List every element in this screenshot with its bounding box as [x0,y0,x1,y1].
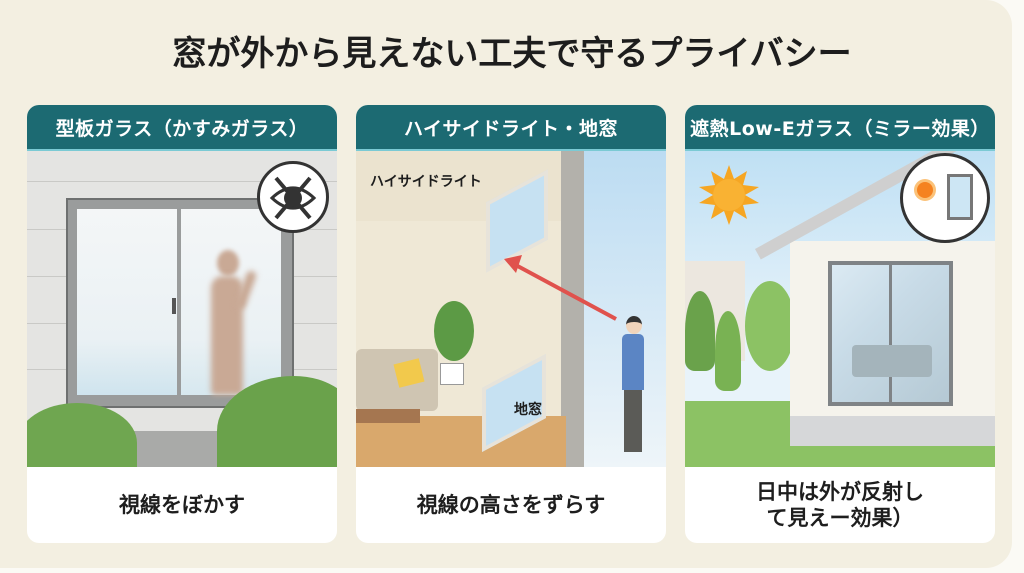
scene-low-e-glass [685,151,995,467]
sightline-arrow-icon [504,255,617,321]
caption-line-1: 日中は外が反射し [756,479,924,504]
scene-patterned-glass [27,151,337,467]
sun-icon [699,165,759,225]
card-caption: 視線の高さをずらす [416,492,606,517]
person-looking-up [618,316,648,456]
sun-window-badge-icon [900,153,990,243]
card-caption: 視線をぼかす [119,492,245,517]
card-high-side-light: ハイサイドライト・地窓 ハイサイドライト 地窓 [356,105,666,543]
bush-left [27,403,137,467]
card-header: 型板ガラス（かすみガラス） [27,105,337,151]
low-e-window [828,261,953,406]
eye-slash-icon [257,161,329,233]
blurred-person-silhouette [203,250,258,395]
label-high-side-light: ハイサイドライト [370,174,482,190]
sliding-window [66,198,294,408]
caption-line-2: て見えー効果） [766,506,914,530]
page-title: 窓が外から見えない工夫で守るプライバシー [172,34,852,74]
card-header: ハイサイドライト・地窓 [356,105,666,151]
label-floor-window: 地窓 [514,402,542,418]
card-caption: 日中は外が反射し て見えー効果） [685,467,995,543]
potted-plant [428,301,478,385]
card-low-e-glass: 遮熱Low-Eガラス（ミラー効果） 日中は外 [685,105,995,543]
card-patterned-glass: 型板ガラス（かすみガラス） [27,105,337,543]
scene-high-side-light: ハイサイドライト 地窓 [356,151,666,467]
card-header: 遮熱Low-Eガラス（ミラー効果） [685,105,995,151]
